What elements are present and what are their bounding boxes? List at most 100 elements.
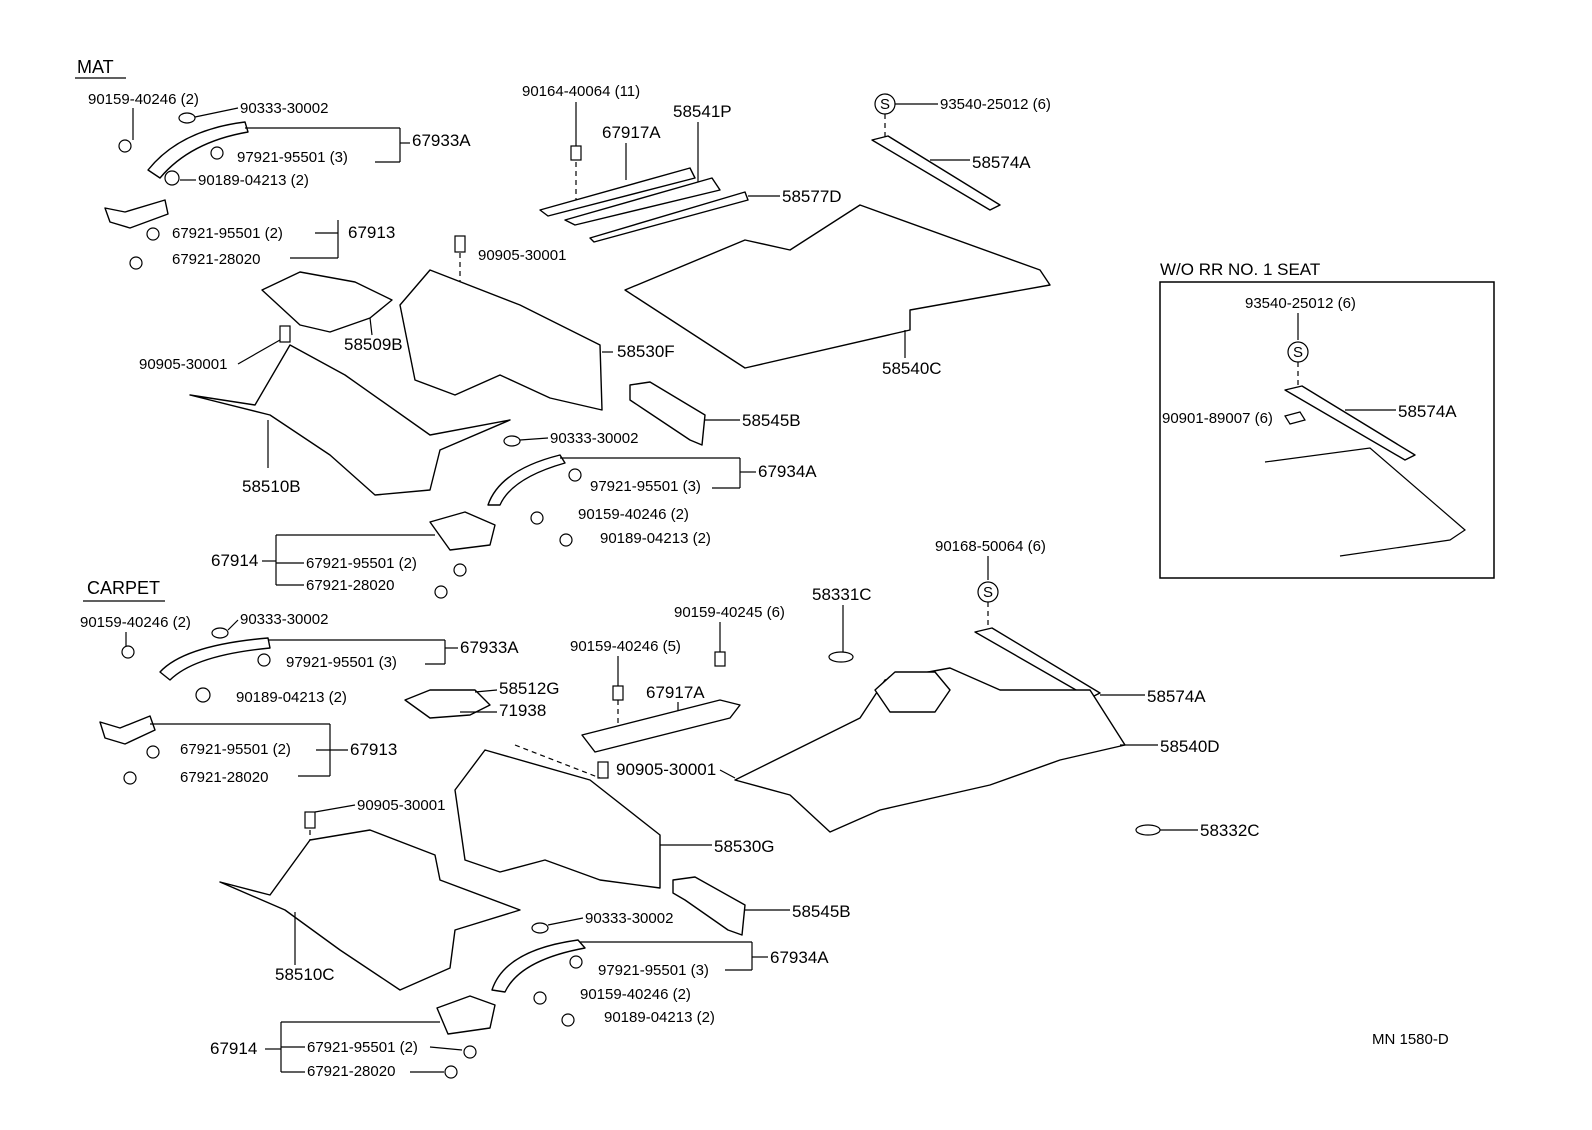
bolt-icon [454,235,466,253]
part-label: 58530G [714,837,775,856]
part-label: 97921-95501 (3) [237,149,348,166]
part-label: 67933A [460,638,519,657]
plug-icon [178,112,196,124]
part-label: 90159-40246 (2) [88,91,199,108]
part-label: 67934A [770,948,829,967]
bracket-67914 [429,511,496,551]
part-label: 90905-30001 [616,760,716,779]
part-label: 90333-30002 [550,430,638,447]
part-label: 90159-40246 (2) [80,614,191,631]
part-label: 58545B [792,902,851,921]
part-label: 90189-04213 (2) [198,172,309,189]
part-label: 67914 [210,1039,257,1058]
part-label: 67913 [350,740,397,759]
part-label: 90333-30002 [240,100,328,117]
part-label: 90159-40246 (2) [578,506,689,523]
carpet-hump [874,671,951,713]
part-label: 67934A [758,462,817,481]
clip-icon [210,146,224,160]
bracket-67914 [436,995,496,1035]
part-label: 90164-40064 (11) [522,83,640,100]
s-symbol-text: S [1293,344,1303,361]
clip-icon [444,1065,458,1079]
pad-58512g [404,689,491,719]
part-label: 90905-30001 [139,356,227,373]
part-label: 90168-50064 (6) [935,538,1046,555]
part-label: 90159-40245 (6) [674,604,785,621]
part-label: 67917A [602,123,661,142]
mat-outline [1264,447,1466,557]
plug-icon [211,627,229,639]
carpet-58510c [219,829,521,991]
clip-icon [453,563,467,577]
scuff-plate-67934a [491,939,586,993]
part-label: 93540-25012 (6) [940,96,1051,113]
part-label: 58509B [344,335,403,354]
grommet-icon [828,651,854,663]
clip-icon [569,955,583,969]
strip-58541p [564,177,721,226]
carpet-58530g [454,749,661,889]
clip-icon [434,585,448,599]
bolt-icon [612,685,624,701]
scuff-plate-67933a [159,637,271,681]
part-label: 58512G [499,679,560,698]
part-label: 90159-40246 (2) [580,986,691,1003]
part-label: 67921-28020 [180,769,268,786]
scuff-plate-67933a [147,121,249,179]
part-label: 67921-95501 (2) [306,555,417,572]
mat-58540c [624,204,1051,369]
mat-58509b [261,271,393,333]
part-label: 97921-95501 (3) [286,654,397,671]
trim-58545b [629,381,706,446]
bolt-icon [533,991,547,1005]
nut-icon [195,687,211,703]
part-label: 93540-25012 (6) [1245,295,1356,312]
part-label: 67921-28020 [306,577,394,594]
nut-icon [164,170,180,186]
clip-icon [123,771,137,785]
nut-icon [561,1013,575,1027]
section-heading-carpet: CARPET [87,578,160,598]
bolt-icon [121,645,135,659]
part-label: 58510C [275,965,335,984]
part-label: 67921-95501 (2) [172,225,283,242]
rail-58574a [871,135,1001,211]
inset-box [1159,281,1495,579]
part-label: 58574A [1147,687,1206,706]
part-label: 67914 [211,551,258,570]
part-label: 58541P [673,102,732,121]
plug-icon [503,435,521,447]
part-label: 67933A [412,131,471,150]
part-label: 58574A [972,153,1031,172]
part-label: 97921-95501 (3) [598,962,709,979]
part-label: 90901-89007 (6) [1162,410,1273,427]
part-label: 90905-30001 [357,797,445,814]
rail-58574a [974,627,1101,699]
clip-icon [129,256,143,270]
bolt-icon [279,325,291,343]
screw-icon [1284,411,1306,425]
bolt-icon [597,761,609,779]
s-symbol-text: S [880,96,890,113]
bolt-icon [118,139,132,153]
part-label: 58510B [242,477,301,496]
part-label: 90189-04213 (2) [600,530,711,547]
part-label: 67913 [348,223,395,242]
mat-58530f [399,269,603,411]
clip-icon [463,1045,477,1059]
section-heading-mat: MAT [77,57,114,77]
part-label: 67917A [646,683,705,702]
bracket-67913 [104,199,169,229]
rail-58574a [1284,385,1416,461]
part-label: 90905-30001 [478,247,566,264]
clip-icon [257,653,271,667]
inset-heading: W/O RR NO. 1 SEAT [1160,260,1320,279]
clip-icon [568,468,582,482]
part-label: 58540C [882,359,942,378]
bracket-67913 [99,715,156,745]
bolt-icon [304,811,316,829]
part-label: 97921-95501 (3) [590,478,701,495]
part-label: 58331C [812,585,872,604]
